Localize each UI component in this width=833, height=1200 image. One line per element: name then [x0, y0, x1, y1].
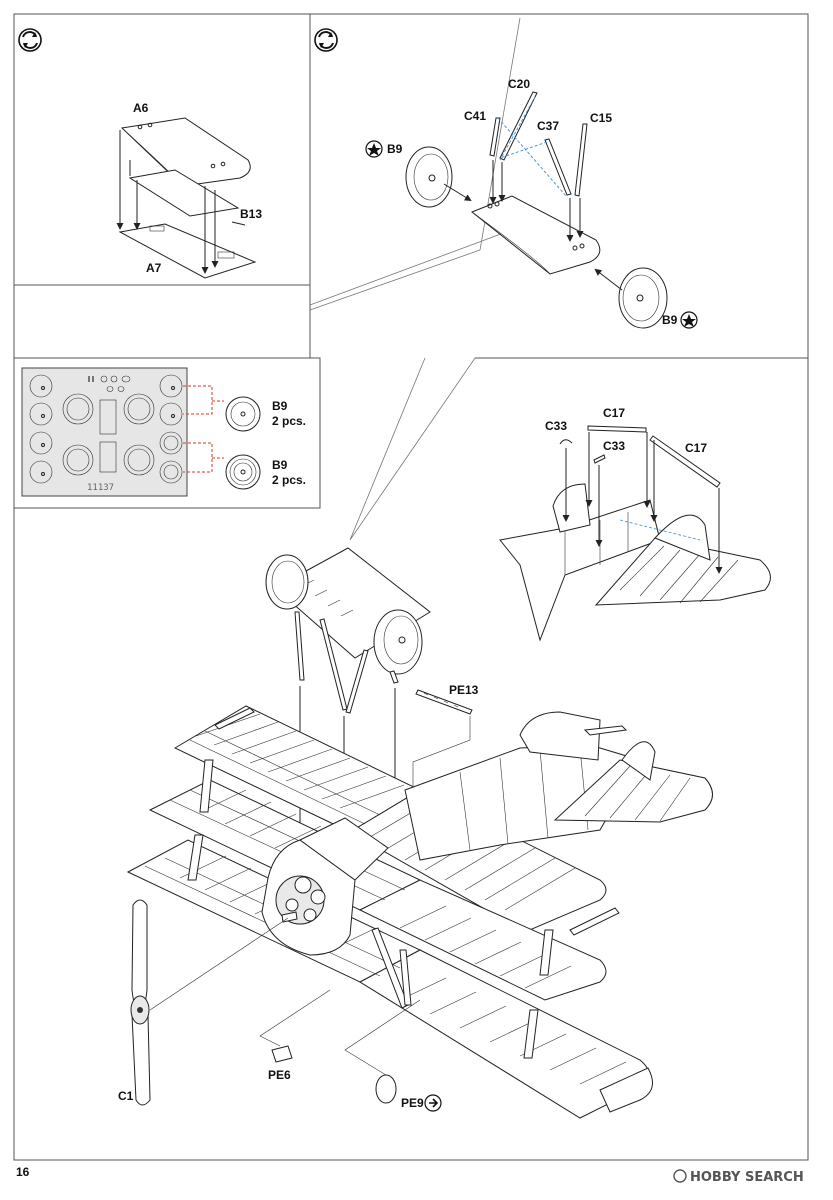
label-c33-b: C33 — [603, 439, 625, 453]
page-number: 16 — [16, 1165, 30, 1179]
undercarriage-assembly — [365, 91, 698, 329]
tail-detail — [499, 425, 771, 642]
page-frame — [13, 13, 809, 1161]
label-c37: C37 — [537, 119, 559, 133]
mask-sheet — [21, 367, 261, 497]
step-icon-top-right — [314, 28, 338, 52]
label-c1: C1 — [118, 1089, 134, 1103]
label-c41: C41 — [464, 109, 486, 123]
label-c20: C20 — [508, 77, 530, 91]
label-c17-a: C17 — [603, 406, 625, 420]
mask-callout-1-part: B9 — [272, 399, 288, 413]
main-assembly — [126, 547, 713, 1119]
label-b13: B13 — [240, 207, 262, 221]
label-b9-left: B9 — [387, 142, 403, 156]
propeller — [130, 899, 151, 1106]
mask-callout-1-qty: 2 pcs. — [272, 414, 306, 428]
mask-callout-2-qty: 2 pcs. — [272, 473, 306, 487]
fret-number: 11137 — [87, 483, 114, 493]
undercarriage-installed — [265, 547, 431, 714]
engine-cowling — [261, 817, 389, 956]
label-pe13: PE13 — [449, 683, 479, 697]
label-pe9: PE9 — [401, 1096, 424, 1110]
step-icon-top-left — [18, 28, 42, 52]
label-a6: A6 — [133, 101, 149, 115]
label-c17-b: C17 — [685, 441, 707, 455]
axle-wing-assembly — [116, 117, 257, 279]
watermark-text: HOBBY SEARCH — [690, 1170, 804, 1185]
fuselage — [404, 711, 713, 861]
wheel-right — [594, 267, 668, 329]
wheel-left — [405, 146, 472, 208]
label-c15: C15 — [590, 111, 612, 125]
label-pe6: PE6 — [268, 1068, 291, 1082]
label-a7: A7 — [146, 261, 162, 275]
label-b9-right: B9 — [662, 313, 678, 327]
mask-callout-2-part: B9 — [272, 458, 288, 472]
watermark: HOBBY SEARCH — [673, 1169, 804, 1185]
label-c33-a: C33 — [545, 419, 567, 433]
